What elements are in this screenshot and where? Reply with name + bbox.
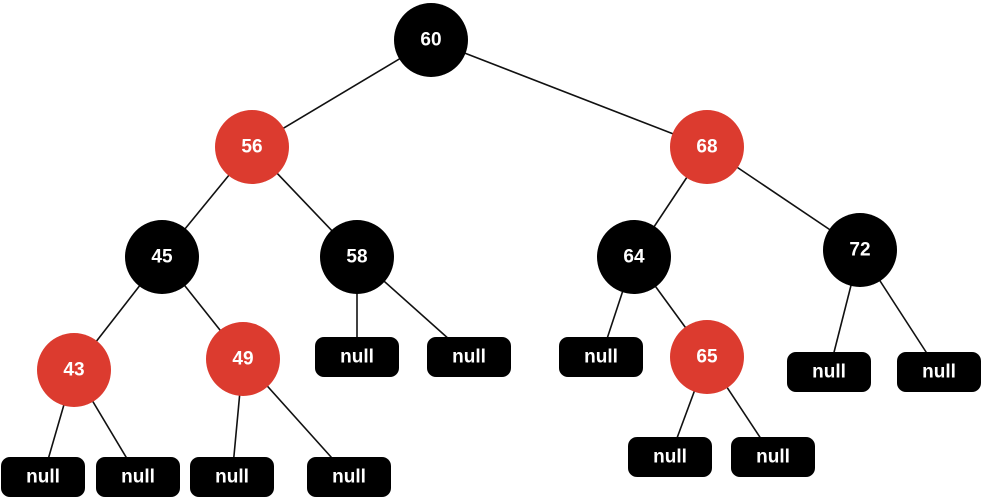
null-leaf-label: null [812,362,846,383]
red-node-circle [215,110,289,184]
tree-node-68: 68 [670,110,744,184]
node-label: 45 [151,247,173,268]
tree-null-leaves: null null null null null null null null null null… [1,337,981,497]
null-leaf: null [897,352,981,392]
null-leaf-box [315,337,399,377]
black-node-circle [320,220,394,294]
null-leaf-box [731,437,815,477]
null-leaf: null [731,437,815,477]
black-node-circle [597,220,671,294]
red-node-circle [670,320,744,394]
tree-node-43: 43 [37,333,111,407]
null-leaf: null [787,352,871,392]
red-node-circle [206,322,280,396]
node-label: 49 [232,349,253,370]
null-leaf: null [1,457,85,497]
null-leaf-box [628,437,712,477]
node-label: 68 [696,137,717,158]
tree-node-56: 56 [215,110,289,184]
tree-node-72: 72 [823,213,897,287]
null-leaf: null [427,337,511,377]
null-leaf-box [897,352,981,392]
null-leaf-box [1,457,85,497]
tree-node-49: 49 [206,322,280,396]
tree-node-65: 65 [670,320,744,394]
tree-node-64: 64 [597,220,671,294]
node-label: 72 [849,240,870,261]
tree-edge [430,39,708,148]
null-leaf-label: null [121,467,155,488]
tree-node-58: 58 [320,220,394,294]
red-node-circle [37,333,111,407]
null-leaf-label: null [584,347,618,368]
black-node-circle [125,220,199,294]
null-leaf-label: null [653,447,687,468]
null-leaf-box [190,457,274,497]
null-leaf: null [628,437,712,477]
null-leaf: null [96,457,180,497]
null-leaf-label: null [26,467,60,488]
tree-node-45: 45 [125,220,199,294]
black-node-circle [394,3,468,77]
tree-node-60: 60 [394,3,468,77]
node-label: 43 [63,360,84,381]
null-leaf-label: null [756,447,790,468]
node-label: 56 [241,137,262,158]
null-leaf: null [307,457,391,497]
null-leaf-box [307,457,391,497]
node-label: 58 [346,247,367,268]
null-leaf-label: null [340,347,374,368]
black-node-circle [823,213,897,287]
null-leaf-box [96,457,180,497]
null-leaf-label: null [332,467,366,488]
null-leaf-label: null [452,347,486,368]
null-leaf-box [787,352,871,392]
null-leaf-box [427,337,511,377]
node-label: 60 [420,30,441,51]
node-label: 64 [623,247,645,268]
null-leaf-box [559,337,643,377]
red-node-circle [670,110,744,184]
node-label: 65 [696,347,718,368]
tree-nodes: 60 56 68 45 58 64 72 43 49 65 [37,3,897,407]
null-leaf: null [190,457,274,497]
null-leaf-label: null [215,467,249,488]
null-leaf-label: null [922,362,956,383]
null-leaf: null [559,337,643,377]
null-leaf: null [315,337,399,377]
